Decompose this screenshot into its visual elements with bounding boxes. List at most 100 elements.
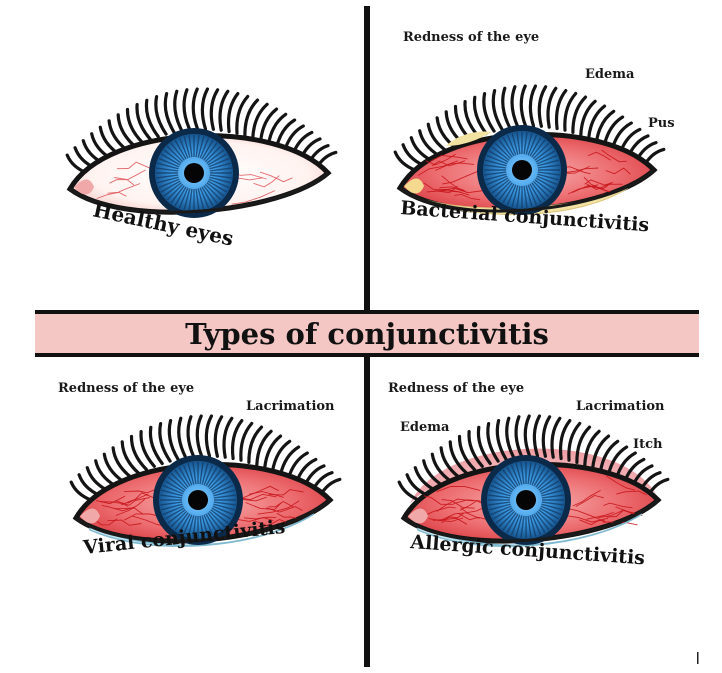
panel-bacterial: Redness of the eye Edema Pus Bacterial c…	[393, 30, 675, 236]
blood-vessel	[423, 182, 462, 193]
eyelash	[148, 425, 164, 466]
symptom-itch: Itch	[633, 437, 663, 452]
blood-vessel	[127, 492, 158, 504]
iris	[149, 128, 239, 218]
eyelash	[550, 416, 562, 459]
iris-fiber	[170, 510, 188, 528]
iris-fiber	[197, 188, 205, 210]
iris-fiber	[212, 505, 234, 516]
iris-fiber	[192, 515, 197, 538]
iris-fiber	[174, 512, 189, 531]
iris-fiber	[203, 464, 214, 486]
eyelash	[218, 89, 230, 132]
eyelash	[226, 92, 240, 134]
eyelash	[594, 109, 616, 143]
eyelash	[111, 446, 133, 479]
eyelash	[125, 107, 144, 145]
iris-fiber	[534, 146, 553, 161]
iris-fiber	[531, 464, 542, 486]
iris-fiber	[208, 510, 226, 528]
iris-fiber	[167, 476, 186, 491]
eyelash	[541, 415, 552, 458]
symptom-redness: Redness of the eye	[403, 30, 539, 45]
blood-vessel	[231, 190, 276, 205]
iris-fiber	[540, 484, 562, 495]
eyelash	[505, 416, 516, 460]
tear-film	[417, 513, 643, 547]
pupil	[184, 163, 204, 183]
eyelash	[209, 88, 220, 131]
iris-fiber	[201, 139, 214, 160]
eyelash	[397, 480, 421, 502]
blood-vessel	[441, 175, 465, 192]
iris-fiber	[498, 472, 516, 490]
iris-fiber	[532, 180, 550, 198]
allergic-eye	[397, 414, 670, 547]
iris-fiber	[502, 469, 517, 488]
eyelash	[519, 84, 528, 128]
eyelash	[567, 421, 582, 462]
blood-vessel	[605, 167, 631, 175]
iris-fiber	[192, 462, 197, 485]
lower-lid-line	[69, 171, 329, 214]
iris-fiber	[515, 463, 523, 485]
iris-fiber	[213, 494, 236, 499]
eyelash	[439, 446, 461, 479]
iris-fiber	[161, 503, 183, 511]
iris-fiber	[174, 469, 189, 488]
iris-fiber	[208, 472, 226, 490]
eyelash	[195, 414, 204, 458]
iris-fiber	[160, 180, 181, 193]
iris-fiber	[207, 512, 222, 531]
iris-fiber	[160, 501, 183, 506]
iris-fiber	[537, 164, 560, 169]
eyelash	[476, 425, 492, 466]
eyelash	[154, 95, 168, 136]
blood-vessel	[454, 193, 481, 201]
iris-fiber	[536, 472, 554, 490]
iris-fiber	[211, 507, 232, 520]
iris-fiber	[209, 176, 231, 184]
iris-fiber	[211, 480, 232, 493]
eyelash	[230, 419, 244, 461]
iris-fiber	[167, 509, 186, 524]
iris-fiber	[523, 185, 528, 208]
iris-fiber	[510, 514, 521, 536]
eyelash	[200, 87, 209, 131]
pus-deposit-upper	[446, 131, 492, 146]
iris-fiber	[537, 171, 560, 176]
iris-fiber	[536, 154, 558, 165]
iris-fiber	[533, 513, 546, 534]
blood-vessel	[123, 488, 158, 494]
eyelash	[259, 107, 279, 143]
iris-fiber	[531, 182, 546, 201]
iris-fiber	[188, 135, 193, 158]
iris-fiber	[205, 513, 218, 534]
eyelash	[546, 86, 558, 129]
symptom-edema: Edema	[585, 67, 635, 82]
iris-fiber	[178, 466, 191, 487]
eyelash	[186, 415, 196, 459]
title-banner: Types of conjunctivitis	[35, 310, 699, 357]
iris-fiber	[160, 153, 181, 166]
panel-allergic: Redness of the eye Lacrimation Edema Itc…	[388, 381, 670, 569]
tear-duct	[408, 508, 428, 524]
iris-fiber	[163, 182, 182, 197]
iris-fiber	[158, 178, 180, 189]
iris-fiber	[187, 515, 195, 537]
iris-fiber	[489, 503, 511, 511]
iris-fiber	[506, 134, 517, 156]
iris-fiber	[199, 137, 210, 159]
tear-film	[89, 513, 315, 547]
blood-vessel	[242, 485, 280, 499]
eyelash	[554, 89, 568, 131]
iris-fiber	[197, 136, 205, 158]
blood-vessel	[114, 169, 146, 181]
eyelash	[251, 102, 269, 140]
eyelash	[467, 430, 484, 468]
iris-fiber	[162, 505, 184, 516]
eyelash	[213, 415, 224, 458]
blood-vessel	[568, 508, 606, 523]
iris-fiber	[534, 179, 553, 194]
eyelash	[472, 95, 488, 136]
